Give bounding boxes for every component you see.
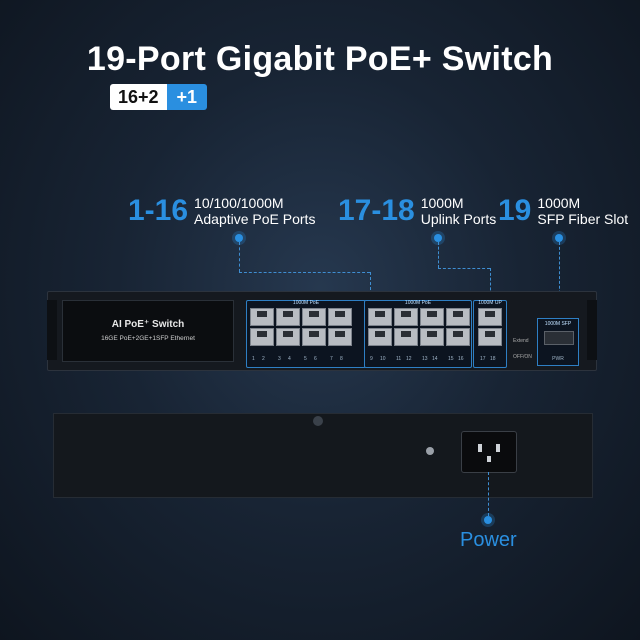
connector-line	[490, 268, 491, 300]
callout-text: 10/100/1000M Adaptive PoE Ports	[194, 195, 315, 227]
rj45-port	[420, 328, 444, 346]
port-number-label: 5	[304, 356, 307, 362]
brand-name: AI PoE⁺ Switch	[111, 319, 185, 330]
extend-switch: Extend OFF/ON	[513, 338, 532, 360]
rj45-port	[446, 328, 470, 346]
port-number-label: 4	[288, 356, 291, 362]
socket-pin	[496, 444, 500, 452]
rj45-port	[446, 308, 470, 326]
port-number-label: 18	[490, 356, 496, 362]
port-number-label: 12	[406, 356, 412, 362]
port-count-badge: 16+2 +1	[110, 84, 208, 110]
callout-dot	[484, 516, 492, 524]
callout-number: 1-16	[128, 194, 189, 227]
rj45-port	[302, 308, 326, 326]
rj45-port	[328, 308, 352, 326]
port-number-label: 14	[432, 356, 438, 362]
callout-port-19: 19 1000M SFP Fiber Slot	[498, 194, 628, 228]
callout-ports-17-18: 17-18 1000M Uplink Ports	[338, 194, 496, 228]
rj45-port	[302, 328, 326, 346]
connector-line	[239, 242, 240, 272]
callout-line2: Uplink Ports	[420, 211, 497, 227]
callout-line1: 1000M	[420, 195, 464, 211]
callout-number: 19	[498, 194, 532, 227]
port-number-label: 17	[480, 356, 486, 362]
port-number-label: 1	[252, 356, 255, 362]
port-number-label: 11	[396, 356, 402, 362]
sfp-port-group: 1000M SFP PWR	[537, 318, 579, 366]
port-number-label: 16	[458, 356, 464, 362]
port-number-label: 3	[278, 356, 281, 362]
brand-panel: AI PoE⁺ Switch 16GE PoE+2GE+1SFP Etherne…	[62, 300, 234, 362]
screw-icon	[313, 416, 323, 426]
callout-dot	[434, 234, 442, 242]
callout-line2: Adaptive PoE Ports	[194, 211, 316, 227]
rj45-port	[368, 328, 392, 346]
sfp-slot	[544, 331, 574, 345]
rj45-port	[328, 328, 352, 346]
port-number-label: 15	[448, 356, 454, 362]
socket-pin	[487, 456, 491, 462]
connector-line	[559, 242, 560, 318]
port-number-label: 9	[370, 356, 373, 362]
callout-line2: SFP Fiber Slot	[537, 211, 629, 227]
ground-screw-icon	[426, 447, 434, 455]
badge-extra-port: +1	[166, 84, 208, 110]
connector-line	[488, 472, 489, 516]
connector-line	[239, 272, 370, 273]
rj45-port	[276, 308, 300, 326]
power-label: Power	[460, 529, 517, 551]
badge-main-ports: 16+2	[110, 84, 167, 110]
port-number-label: 8	[340, 356, 343, 362]
model-description: 16GE PoE+2GE+1SFP Ethernet	[101, 335, 195, 342]
page-title: 19-Port Gigabit PoE+ Switch	[86, 40, 554, 78]
rj45-port	[250, 308, 274, 326]
port-group-label: 1000M PoE	[292, 300, 320, 306]
callout-line1: 1000M	[537, 195, 581, 211]
connector-line	[438, 268, 490, 269]
extend-state-label: OFF/ON	[513, 354, 532, 360]
callout-line1: 10/100/1000M	[194, 195, 284, 211]
rack-ear	[47, 300, 57, 360]
port-number-label: 10	[380, 356, 386, 362]
callout-dot	[555, 234, 563, 242]
rj45-port	[478, 308, 502, 326]
callout-ports-1-16: 1-16 10/100/1000M Adaptive PoE Ports	[128, 194, 315, 228]
callout-text: 1000M SFP Fiber Slot	[537, 195, 628, 227]
socket-pin	[478, 444, 482, 452]
rj45-port	[394, 328, 418, 346]
port-number-label: 13	[422, 356, 428, 362]
callout-text: 1000M Uplink Ports	[421, 195, 496, 227]
rj45-port	[420, 308, 444, 326]
power-socket	[461, 431, 517, 473]
callout-number: 17-18	[338, 194, 415, 227]
connector-line	[370, 272, 371, 300]
sfp-group-label: 1000M SFP	[544, 321, 572, 327]
callout-dot	[235, 234, 243, 242]
rj45-port	[250, 328, 274, 346]
connector-line	[438, 242, 439, 268]
sfp-label: PWR	[552, 356, 564, 362]
rj45-port	[276, 328, 300, 346]
rack-ear	[587, 300, 597, 360]
extend-label: Extend	[513, 338, 529, 344]
port-number-label: 7	[330, 356, 333, 362]
rj45-port	[478, 328, 502, 346]
port-group-label: 1000M PoE	[404, 300, 432, 306]
rj45-port	[394, 308, 418, 326]
port-group-label: 1000M UP	[478, 300, 502, 306]
port-number-label: 2	[262, 356, 265, 362]
rj45-port	[368, 308, 392, 326]
port-number-label: 6	[314, 356, 317, 362]
